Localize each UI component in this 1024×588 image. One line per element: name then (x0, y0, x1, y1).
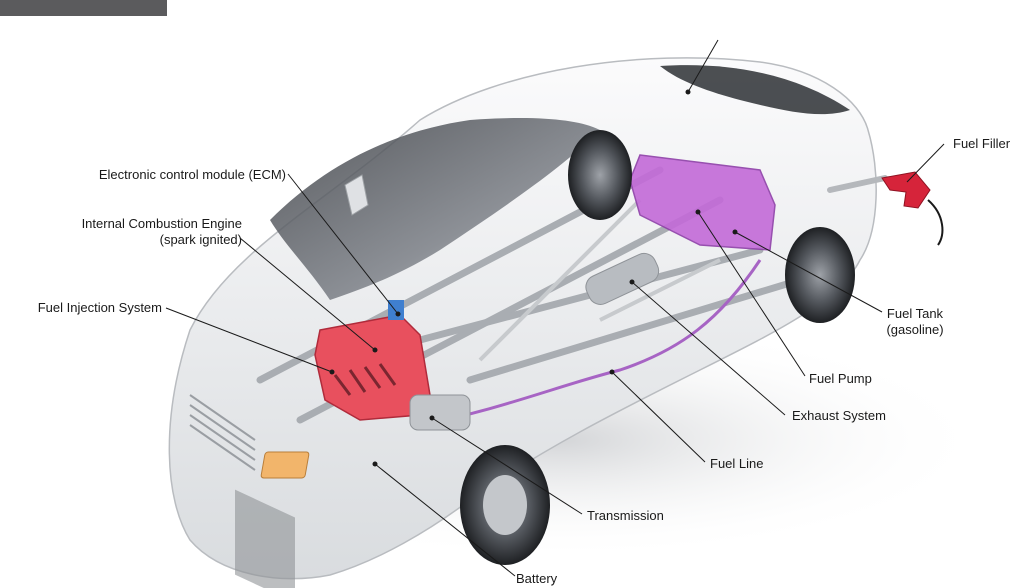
label-fuel-pump: Fuel Pump (809, 371, 872, 386)
fuel-nozzle (881, 171, 931, 209)
front-grille (189, 394, 256, 471)
rear-wheel-left (568, 130, 632, 220)
top-gray-bar (0, 0, 167, 16)
leader-dots (329, 89, 738, 467)
leader-lines (165, 39, 945, 577)
fuel-line (419, 259, 762, 427)
fuel-filler-pipe (827, 175, 888, 193)
label-fuel-injection-system: Fuel Injection System (37, 300, 162, 315)
label-ecm: Electronic control module (ECM) (98, 167, 286, 182)
rear-wheel-right (785, 227, 855, 323)
fuel-injectors (333, 363, 397, 396)
exhaust-muffler (585, 252, 660, 305)
label-transmission: Transmission (587, 508, 664, 523)
label-internal-combustion-engine: Internal Combustion Engine (spark ignite… (81, 216, 242, 247)
label-fuel-line: Fuel Line (710, 456, 764, 471)
rear-window (660, 65, 850, 115)
label-battery: Battery (516, 571, 558, 586)
label-exhaust-system: Exhaust System (792, 408, 886, 423)
label-fuel-tank: Fuel Tank (gasoline) (886, 306, 944, 337)
fuel-hose (927, 199, 944, 246)
transmission (409, 394, 471, 431)
label-fuel-filler: Fuel Filler (953, 136, 1011, 151)
battery (260, 451, 310, 479)
side-mirror (344, 174, 369, 216)
ecm-module (388, 300, 404, 320)
radiator (235, 489, 295, 588)
fuel-tank (629, 154, 776, 251)
windshield (270, 118, 600, 300)
